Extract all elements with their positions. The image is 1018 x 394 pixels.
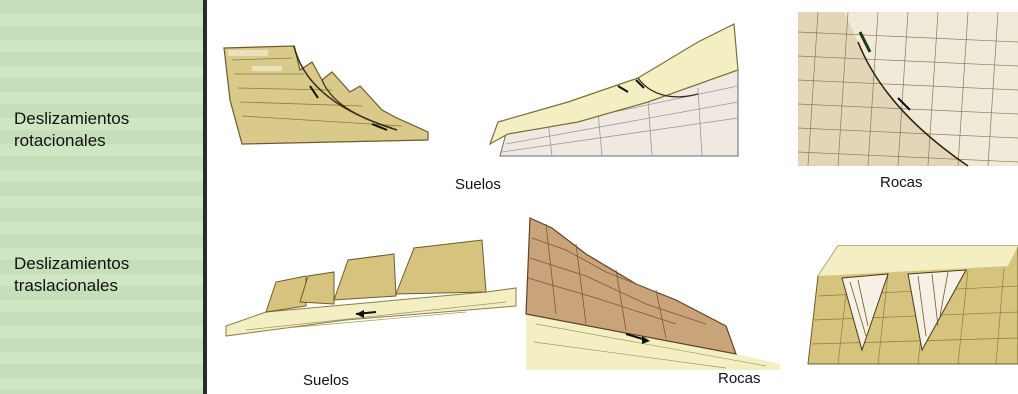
caption-top-rock: Rocas [880, 174, 923, 191]
faded-background-text [0, 0, 203, 394]
translational-label-line2: traslacionales [14, 275, 129, 297]
translational-label-line1: Deslizamientos [14, 253, 129, 275]
caption-bottom-rock: Rocas [718, 370, 761, 387]
translational-soil-illustration [226, 236, 516, 336]
translational-rock-illustration [526, 214, 780, 370]
rotational-label: Deslizamientos rotacionales [14, 108, 129, 152]
caption-top-soil: Suelos [455, 176, 501, 193]
panel-divider [203, 0, 207, 394]
rotational-rock-illustration [798, 12, 1018, 166]
translational-label: Deslizamientos traslacionales [14, 253, 129, 297]
caption-bottom-soil: Suelos [303, 372, 349, 389]
side-panel [0, 0, 203, 394]
rotational-soil-over-rock-illustration [488, 22, 740, 160]
rotational-label-line1: Deslizamientos [14, 108, 129, 130]
rotational-label-line2: rotacionales [14, 130, 129, 152]
rotational-soil-illustration [222, 40, 432, 150]
rock-wedge-illustration [808, 246, 1018, 366]
